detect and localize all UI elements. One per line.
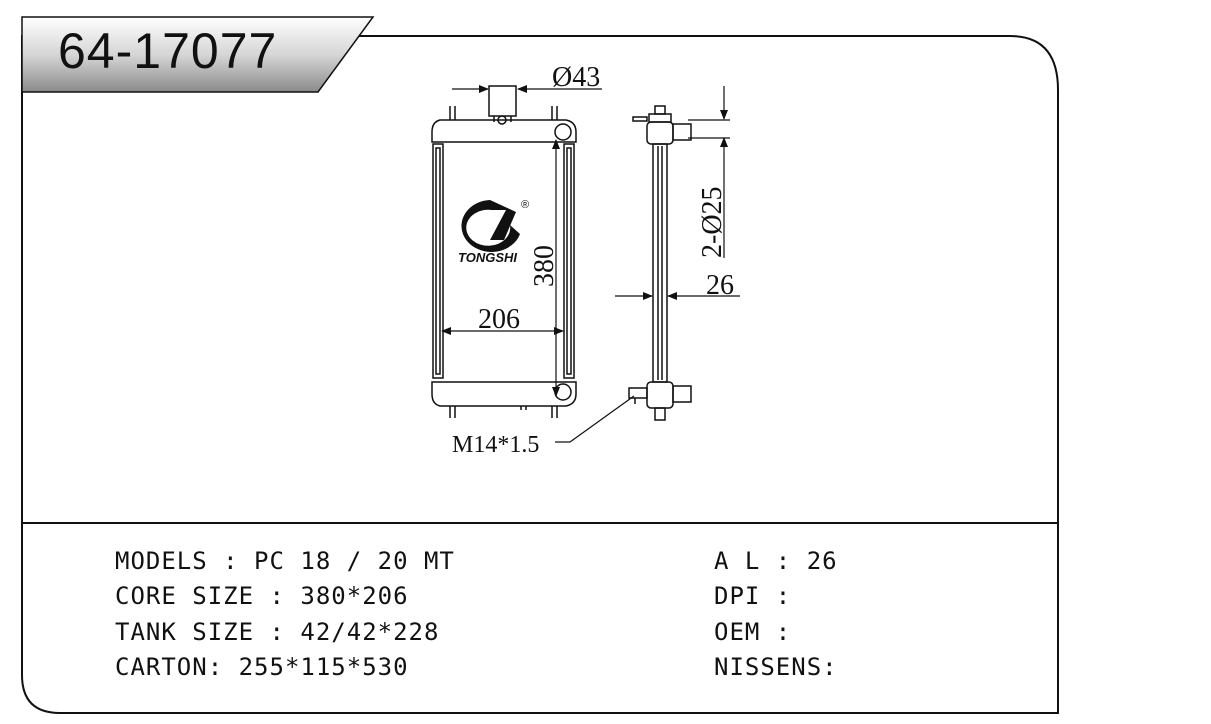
part-number: 64-17077: [58, 23, 278, 79]
spec-dpi: DPI :: [714, 582, 792, 610]
spec-models: MODELS : PC 18 / 20 MT: [115, 547, 455, 575]
logo-emblem: [461, 200, 520, 252]
spec-al: A L : 26: [714, 547, 838, 575]
brand-mark: ®: [521, 199, 529, 211]
radiator-front-view: [431, 85, 577, 418]
core-width-label: 206: [478, 304, 520, 335]
spec-oem: OEM :: [714, 618, 792, 646]
frame-border: [21, 35, 1059, 714]
core-height-label: 380: [529, 245, 560, 287]
spec-tank-size: TANK SIZE : 42/42*228: [115, 618, 440, 646]
front-dimension-lines: [441, 85, 602, 397]
spec-core-size: CORE SIZE : 380*206: [115, 582, 409, 610]
spec-nissens: NISSENS:: [714, 653, 838, 681]
side-dimension-lines: [555, 86, 740, 443]
spec-carton: CARTON: 255*115*530: [115, 653, 409, 681]
tongshi-logo: ® TONGSHI: [458, 199, 529, 265]
brand-name: TONGSHI: [458, 250, 517, 265]
core-depth-label: 26: [706, 270, 734, 301]
side-pipes-label: 2-Ø25: [697, 186, 728, 258]
top-outlet-diameter-label: Ø43: [552, 62, 600, 93]
drain-thread-label: M14*1.5: [452, 432, 539, 458]
radiator-side-view: [628, 105, 692, 421]
part-number-banner: [21, 16, 375, 93]
